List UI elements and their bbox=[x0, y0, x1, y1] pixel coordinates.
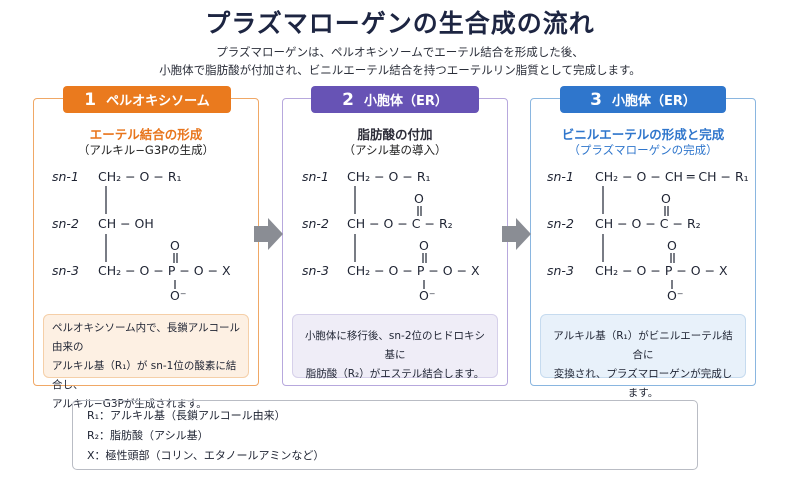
step-2-sn2-group: CH − O − C − R₂ bbox=[347, 216, 453, 231]
step-3-location: 小胞体（ER） bbox=[611, 94, 696, 109]
phosphate-anion: O⁻ bbox=[170, 288, 186, 303]
carbonyl-oxygen: O bbox=[414, 191, 424, 206]
step-3-number: 3 bbox=[590, 89, 602, 110]
step-1-structure: sn-1 sn-2 sn-3 CH₂ − O − R₁ CH − OH CH₂ … bbox=[52, 169, 231, 303]
phosphate-anion: O⁻ bbox=[419, 288, 435, 303]
carbonyl-oxygen: O bbox=[661, 191, 671, 206]
phosphate-oxygen: O bbox=[170, 238, 180, 253]
phosphate-oxygen: O bbox=[419, 238, 429, 253]
step-2-desc-line: 脂肪酸（R₂）がエステル結合します。 bbox=[305, 368, 485, 380]
page-title: プラズマローゲンの生合成の流れ bbox=[205, 9, 595, 38]
step-3-heading: ビニルエーテルの形成と完成 bbox=[561, 127, 725, 142]
step-1-desc-line: アルキル−G3Pが生成されます。 bbox=[52, 398, 207, 410]
step-3-desc-line: 変換され、プラズマローゲンが完成します。 bbox=[553, 368, 733, 399]
legend-item-r1: R₁：アルキル基（長鎖アルコール由来） bbox=[87, 409, 286, 422]
sn3-label: sn-3 bbox=[547, 263, 574, 278]
step-3-subheading: （プラズマローゲンの完成） bbox=[568, 143, 718, 157]
step-1-description: ペルオキシソーム内で、長鎖アルコール由来の アルキル基（R₁）が sn-1位の酸… bbox=[43, 314, 249, 410]
legend-item-r2: R₂：脂肪酸（アシル基） bbox=[87, 429, 209, 442]
phosphate-anion: O⁻ bbox=[667, 288, 683, 303]
step-2-heading: 脂肪酸の付加 bbox=[357, 127, 433, 142]
step-2-structure: sn-1 sn-2 sn-3 CH₂ − O − R₁ CH − O − C −… bbox=[302, 169, 480, 303]
step-1-subheading: （アルキル−G3Pの生成） bbox=[77, 143, 215, 157]
step-2-number: 2 bbox=[342, 89, 354, 110]
step-2-location: 小胞体（ER） bbox=[363, 94, 448, 109]
step-2-badge: 2 小胞体（ER） bbox=[311, 86, 479, 113]
step-2-desc-line: 小胞体に移行後、sn-2位のヒドロキシ基に bbox=[304, 330, 486, 361]
arrow-right-icon bbox=[254, 218, 283, 250]
legend-item-x: X：極性頭部（コリン、エタノールアミンなど） bbox=[87, 449, 325, 462]
step-2-subheading: （アシル基の導入） bbox=[343, 143, 447, 157]
step-2-sn3-group: CH₂ − O − P − O − X bbox=[347, 263, 480, 278]
sn1-label: sn-1 bbox=[52, 169, 79, 184]
subtitle-line-1: プラズマローゲンは、ペルオキシソームでエーテル結合を形成した後、 bbox=[216, 45, 584, 59]
step-3-sn1-group: CH₂ − O − CH ═ CH − R₁ bbox=[595, 169, 749, 184]
step-3-badge: 3 小胞体（ER） bbox=[560, 86, 726, 113]
sn1-label: sn-1 bbox=[302, 169, 329, 184]
step-1-desc-line: アルキル基（R₁）が sn-1位の酸素に結合し、 bbox=[52, 360, 237, 391]
step-2-sn1-group: CH₂ − O − R₁ bbox=[347, 169, 431, 184]
sn3-label: sn-3 bbox=[302, 263, 329, 278]
step-1-sn2-group: CH − OH bbox=[98, 216, 154, 231]
phosphate-oxygen: O bbox=[667, 238, 677, 253]
step-1-sn1-group: CH₂ − O − R₁ bbox=[98, 169, 182, 184]
step-3-desc-line: アルキル基（R₁）がビニルエーテル結合に bbox=[553, 330, 733, 361]
sn2-label: sn-2 bbox=[302, 216, 329, 231]
step-3-structure: sn-1 sn-2 sn-3 CH₂ − O − CH ═ CH − R₁ CH… bbox=[547, 169, 749, 303]
step-1-sn3-group: CH₂ − O − P − O − X bbox=[98, 263, 231, 278]
sn3-label: sn-3 bbox=[52, 263, 79, 278]
sn1-label: sn-1 bbox=[547, 169, 574, 184]
step-1-number: 1 bbox=[84, 89, 97, 110]
step-3-sn2-group: CH − O − C − R₂ bbox=[595, 216, 701, 231]
subtitle-line-2: 小胞体で脂肪酸が付加され、ビニルエーテル結合を持つエーテルリン脂質として完成しま… bbox=[159, 63, 641, 77]
step-3-sn3-group: CH₂ − O − P − O − X bbox=[595, 263, 728, 278]
step-3-description: アルキル基（R₁）がビニルエーテル結合に 変換され、プラズマローゲンが完成します… bbox=[540, 314, 746, 399]
sn2-label: sn-2 bbox=[52, 216, 79, 231]
legend: R₁：アルキル基（長鎖アルコール由来） R₂：脂肪酸（アシル基） X：極性頭部（… bbox=[72, 400, 698, 470]
step-1-badge: 1 ペルオキシソーム bbox=[63, 86, 231, 113]
step-1-location: ペルオキシソーム bbox=[106, 94, 210, 109]
step-1-desc-line: ペルオキシソーム内で、長鎖アルコール由来の bbox=[52, 322, 240, 353]
arrow-right-icon bbox=[502, 218, 531, 250]
sn2-label: sn-2 bbox=[547, 216, 574, 231]
step-2-description: 小胞体に移行後、sn-2位のヒドロキシ基に 脂肪酸（R₂）がエステル結合します。 bbox=[292, 314, 498, 380]
step-1-heading: エーテル結合の形成 bbox=[89, 127, 203, 142]
